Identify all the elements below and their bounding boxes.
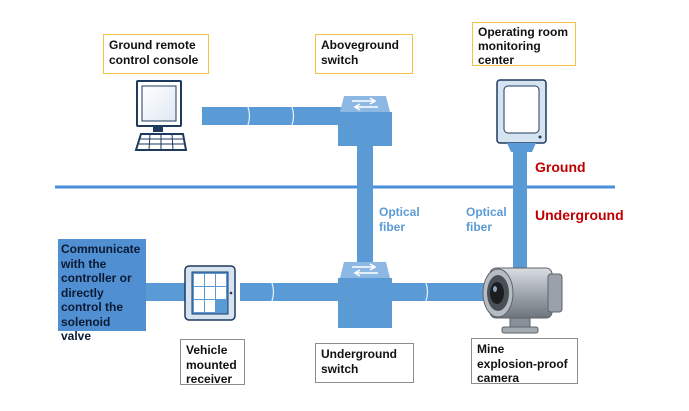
vehicle-receiver-label: Vehicle mounted receiver: [180, 339, 245, 386]
ground-zone-label: Ground: [535, 159, 586, 175]
optical-fiber-label-right: Optical fiber: [466, 205, 507, 234]
camera-label: Mine explosion-proof camera: [471, 338, 578, 385]
aboveground-switch-icon: [338, 96, 392, 146]
ground-console-label: Ground remote control console: [103, 34, 209, 74]
monitor-icon: [136, 80, 182, 132]
underground-switch-icon: [338, 262, 392, 328]
cable-joints: [247, 106, 429, 302]
underground-switch-label: Underground switch: [315, 343, 414, 383]
monitoring-center-label: Operating room monitoring center: [472, 22, 576, 67]
aboveground-switch-label: Aboveground switch: [315, 34, 413, 74]
underground-zone-label: Underground: [535, 207, 624, 223]
optical-fiber-label-center: Optical fiber: [379, 205, 420, 234]
display-icon: [496, 79, 547, 152]
cables: [141, 107, 527, 301]
solenoid-control-label: Communicate with the controller or direc…: [58, 239, 146, 343]
tablet-icon: [184, 265, 236, 321]
keyboard-icon: [134, 133, 188, 151]
camera-icon: [482, 267, 563, 334]
